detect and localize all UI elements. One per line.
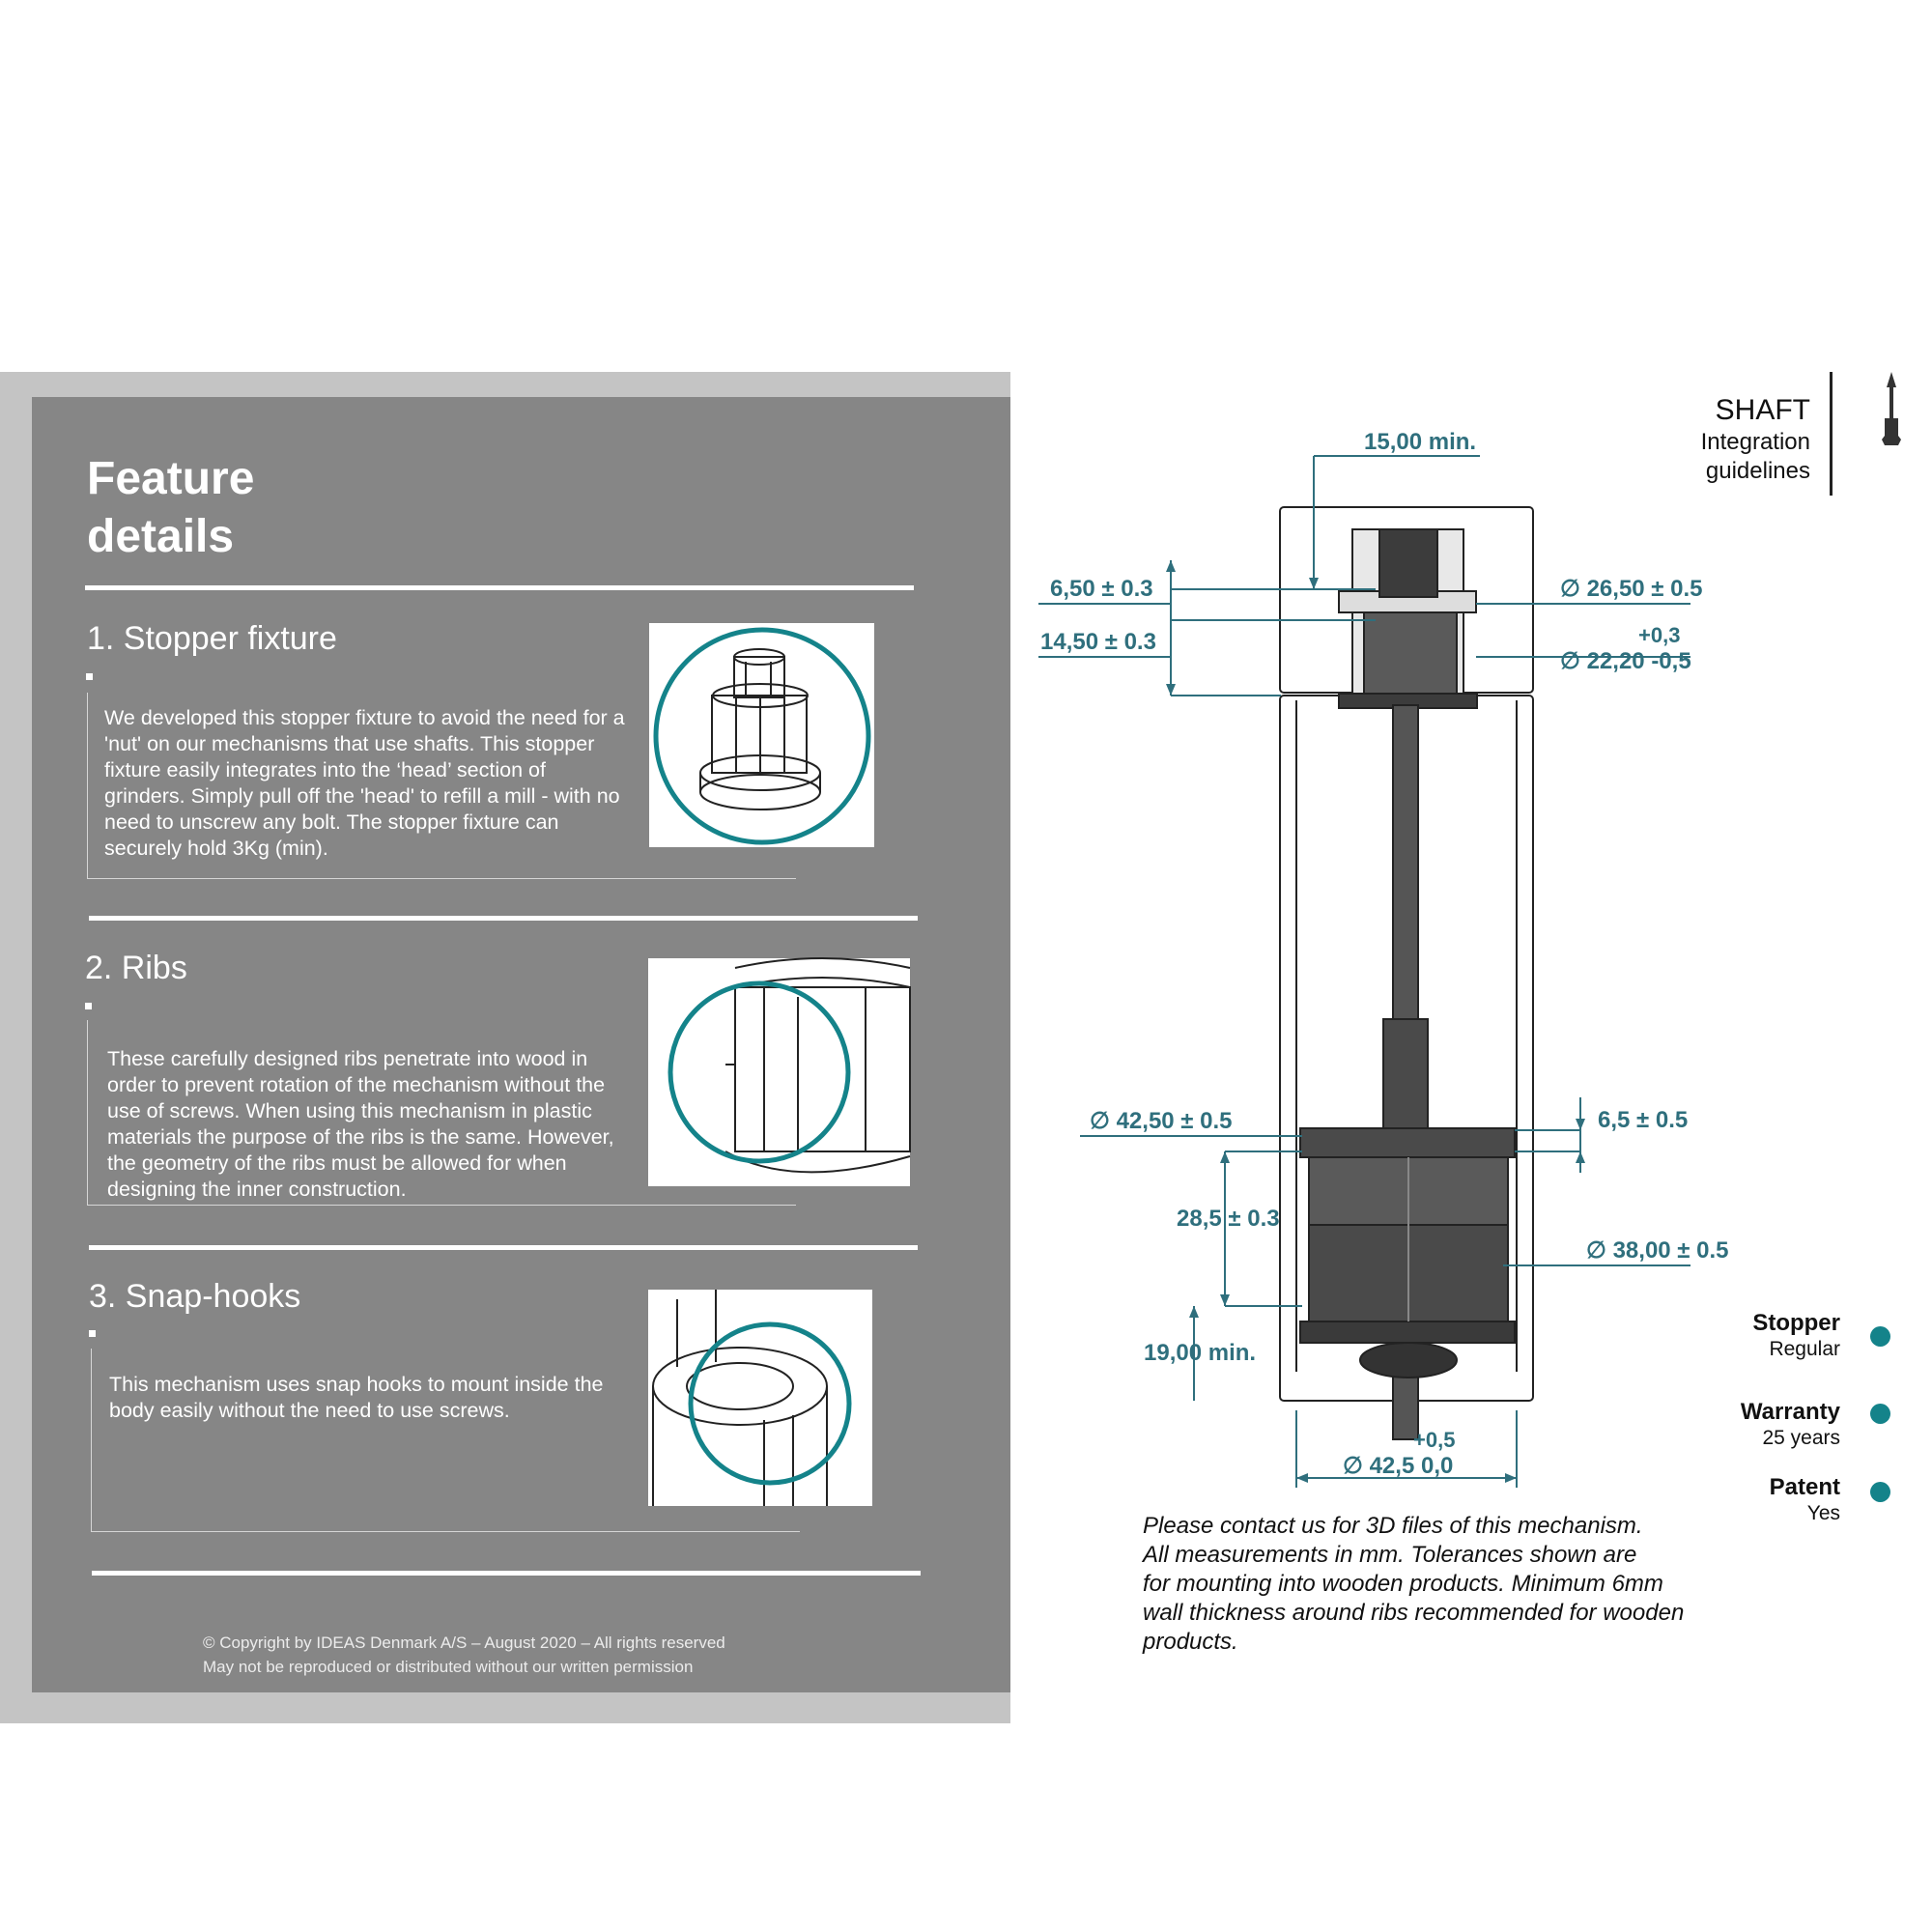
- note-line4: wall thickness around ribs recommended f…: [1143, 1600, 1685, 1626]
- section-title-ribs: 2. Ribs: [85, 950, 187, 986]
- note-line2: All measurements in mm. Tolerances shown…: [1143, 1542, 1637, 1568]
- spec-value-patent: Yes: [1806, 1502, 1840, 1524]
- subtitle-line1: Integration: [1700, 429, 1810, 455]
- copyright-line1: © Copyright by IDEAS Denmark A/S – Augus…: [203, 1634, 725, 1652]
- panel-title: Feature details: [87, 450, 254, 566]
- dim-left2: 14,50 ± 0.3: [1040, 629, 1156, 655]
- section-box: [87, 693, 796, 879]
- dim-left2-tol: 0.3: [1124, 629, 1156, 655]
- dim-right2-lower-tol: -0,5: [1651, 648, 1690, 674]
- dim-d4250-tol: 0.5: [1200, 1108, 1232, 1134]
- dim-38-tol: 0.5: [1696, 1237, 1728, 1264]
- spec-value-stopper: Regular: [1769, 1338, 1840, 1360]
- dim-65: 6,5 ± 0.5: [1598, 1107, 1688, 1133]
- subtitle-line2: guidelines: [1705, 458, 1810, 484]
- dim-right1-value: 26,50: [1587, 576, 1645, 602]
- section-body-stopper: We developed this stopper fixture to avo…: [104, 706, 625, 860]
- measurement-note: Please contact us for 3D files of this m…: [1143, 1512, 1742, 1657]
- dim-d4250: ∅ 42,50 ± 0.5: [1090, 1108, 1233, 1134]
- dim-19: 19,00 min.: [1144, 1340, 1256, 1366]
- copyright: © Copyright by IDEAS Denmark A/S – Augus…: [203, 1631, 879, 1679]
- bullet: [89, 1330, 96, 1337]
- spec-label-patent: Patent: [1769, 1474, 1840, 1500]
- spec-dot-icon: [1870, 1404, 1890, 1424]
- dim-285-value: 28,5: [1177, 1206, 1222, 1232]
- dim-bottom-upper-tol: +0,5: [1413, 1428, 1455, 1452]
- panel-title-line1: Feature: [87, 453, 255, 504]
- shaft-icon: [1882, 372, 1901, 445]
- product-subtitle: Integration guidelines: [1701, 428, 1810, 486]
- spec-label-stopper: Stopper: [1752, 1310, 1840, 1336]
- section-body-snap-hooks: This mechanism uses snap hooks to mount …: [109, 1373, 604, 1422]
- dim-38: ∅ 38,00 ± 0.5: [1586, 1237, 1729, 1264]
- dim-right1-tol: 0.5: [1670, 576, 1702, 602]
- bullet: [85, 1003, 92, 1009]
- note-line3: for mounting into wooden products. Minim…: [1143, 1571, 1663, 1597]
- panel-title-line2: details: [87, 511, 235, 562]
- dim-38-value: 38,00: [1613, 1237, 1671, 1264]
- dim-d4250-value: 42,50: [1117, 1108, 1175, 1134]
- note-line5: products.: [1143, 1629, 1238, 1655]
- header-divider: [1830, 372, 1833, 496]
- section-box: [87, 1020, 796, 1206]
- dim-right2: ∅ 22,20 -0,5: [1560, 648, 1691, 674]
- copyright-line2: May not be reproduced or distributed wit…: [203, 1658, 694, 1676]
- section-box: [91, 1349, 800, 1532]
- dim-285: 28,5 ± 0.3: [1177, 1206, 1280, 1232]
- section-title-snap-hooks: 3. Snap-hooks: [89, 1278, 301, 1315]
- dim-bottom-lower-tol: 0,0: [1421, 1453, 1453, 1479]
- product-title: SHAFT: [1715, 394, 1810, 426]
- bullet: [86, 673, 93, 680]
- dim-65-tol: 0.5: [1656, 1107, 1688, 1133]
- spec-dot-icon: [1870, 1482, 1890, 1502]
- technical-drawing: 15,00 min. 6,50 ± 0.3 14,50 ± 0.3 ∅ 26,5…: [1038, 429, 1729, 1488]
- divider: [85, 585, 914, 590]
- ribs-image: [648, 957, 911, 1186]
- dim-bottom: ∅ 42,5 0,0: [1343, 1453, 1453, 1479]
- divider: [89, 1245, 918, 1250]
- dim-right1: ∅ 26,50 ± 0.5: [1560, 576, 1703, 602]
- divider: [89, 916, 918, 921]
- spec-dot-icon: [1870, 1326, 1890, 1347]
- dim-top: 15,00 min.: [1364, 429, 1476, 455]
- section-body-ribs: These carefully designed ribs penetrate …: [107, 1047, 614, 1201]
- stopper-fixture-image: [649, 623, 874, 847]
- divider: [92, 1571, 921, 1576]
- note-line1: Please contact us for 3D files of this m…: [1143, 1513, 1643, 1539]
- dim-right2-value: 22,20: [1587, 648, 1645, 674]
- dim-left1-tol: 0.3: [1121, 576, 1152, 602]
- dim-left2-value: 14,50: [1040, 629, 1098, 655]
- dim-285-tol: 0.3: [1247, 1206, 1279, 1232]
- dim-bottom-value: 42,5: [1370, 1453, 1415, 1479]
- section-title-stopper: 1. Stopper fixture: [87, 620, 337, 657]
- dim-65-value: 6,5: [1598, 1107, 1630, 1133]
- spec-label-warranty: Warranty: [1740, 1399, 1840, 1425]
- dim-right2-upper-tol: +0,3: [1638, 623, 1680, 647]
- spec-value-warranty: 25 years: [1762, 1427, 1840, 1449]
- dim-left1-value: 6,50: [1050, 576, 1095, 602]
- dim-left1: 6,50 ± 0.3: [1050, 576, 1153, 602]
- snap-hooks-image: [648, 1290, 872, 1506]
